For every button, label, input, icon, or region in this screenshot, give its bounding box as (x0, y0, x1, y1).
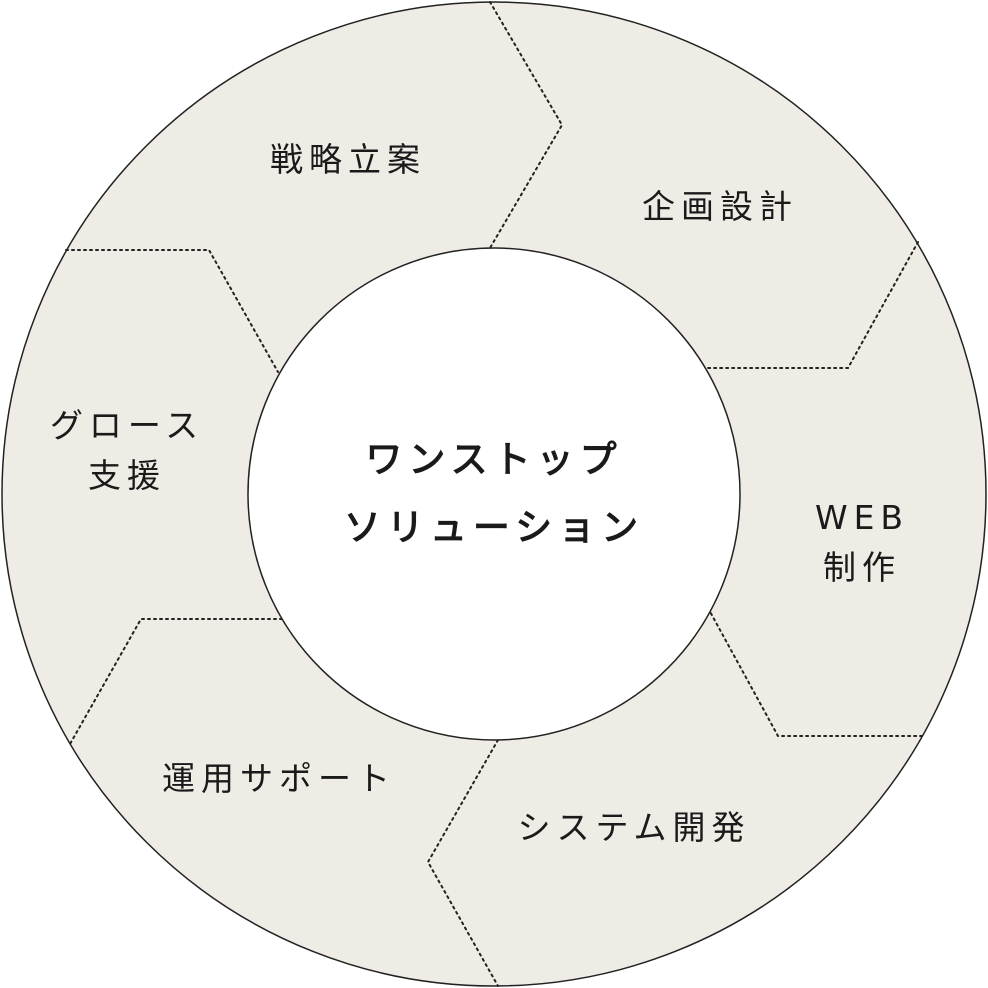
segment-strategy-text: 戦略立案 (270, 140, 426, 179)
segment-label-web: WEB 制作 (815, 493, 909, 593)
segment-label-planning: 企画設計 (642, 182, 798, 232)
segment-label-growth: グロース 支援 (50, 401, 204, 501)
center-title-line1: ワンストップ (365, 438, 623, 481)
center-circle (247, 247, 741, 741)
segment-web-text-line1: WEB (814, 498, 910, 537)
divider-operation-growth (69, 618, 283, 745)
divider-web-system (707, 607, 923, 737)
divider-strategy-planning (489, 1, 564, 249)
divider-system-operation (426, 739, 499, 987)
segment-growth-text-line1: グロース (49, 406, 205, 445)
center-title-line2: ソリューション (343, 506, 645, 549)
segment-operation-text: 運用サポート (162, 759, 396, 798)
divider-growth-strategy (65, 249, 279, 373)
center-title: ワンストップ ソリューション (344, 426, 644, 562)
segment-label-strategy: 戦略立案 (270, 135, 426, 185)
segment-dividers (65, 1, 923, 987)
divider-planning-web (705, 241, 919, 369)
segment-label-operation: 運用サポート (162, 754, 396, 804)
segment-growth-text-line2: 支援 (87, 456, 166, 495)
segment-system-text: システム開発 (517, 808, 751, 847)
segment-web-text-line2: 制作 (823, 548, 901, 587)
segment-planning-text: 企画設計 (642, 187, 798, 226)
segment-label-system: システム開発 (517, 803, 750, 853)
